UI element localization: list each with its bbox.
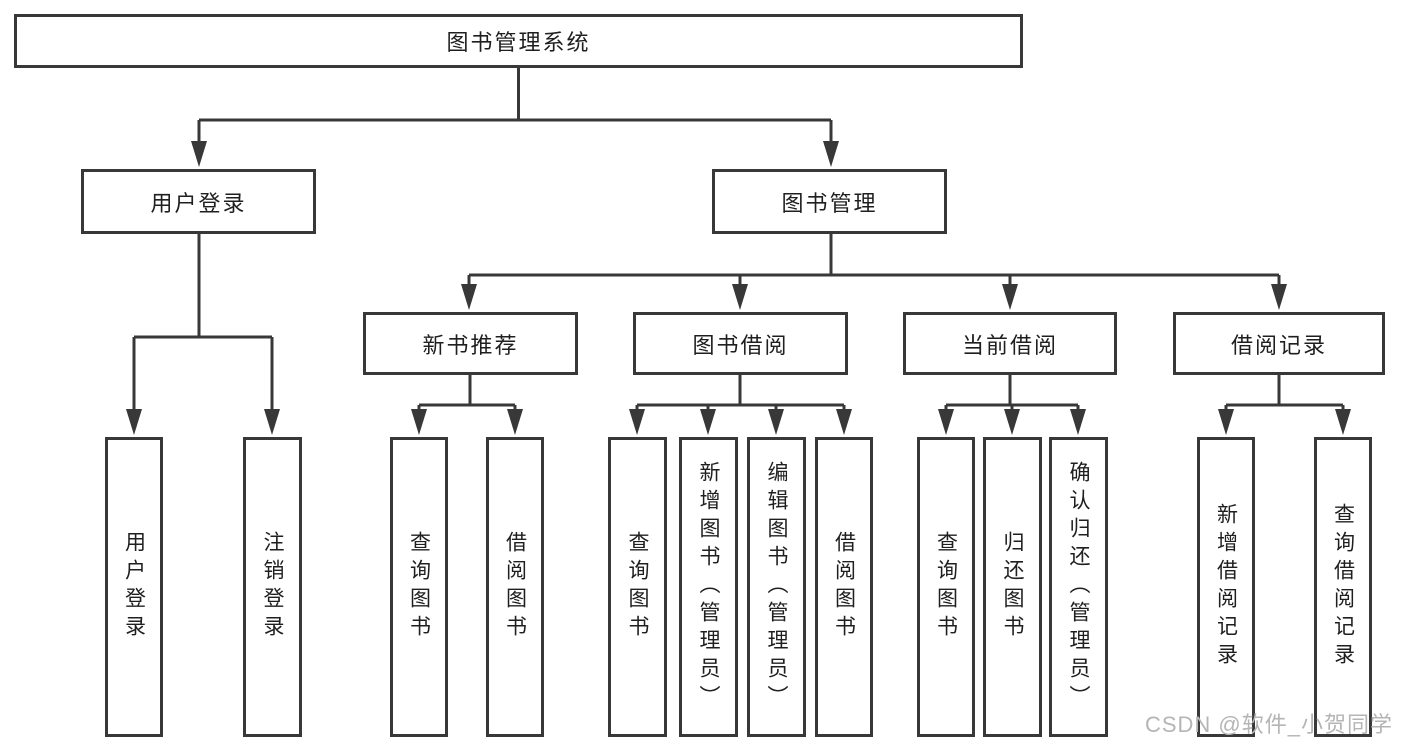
leaf-borrow-query-books: 查询图书 bbox=[608, 437, 667, 737]
node-label: 查询图书 bbox=[407, 531, 431, 643]
node-label: 编辑图书（管理员） bbox=[765, 461, 788, 713]
leaf-recommend-query-books: 查询图书 bbox=[390, 437, 448, 737]
leaf-borrow-edit-books-admin: 编辑图书（管理员） bbox=[747, 437, 806, 737]
leaf-records-add-borrow-record: 新增借阅记录 bbox=[1197, 437, 1255, 737]
leaf-current-query-books: 查询图书 bbox=[917, 437, 975, 737]
node-current-borrowing: 当前借阅 bbox=[903, 312, 1117, 375]
node-book-borrowing: 图书借阅 bbox=[633, 312, 848, 375]
leaf-recommend-borrow-books: 借阅图书 bbox=[486, 437, 544, 737]
leaf-current-confirm-return-admin: 确认归还（管理员） bbox=[1049, 437, 1108, 737]
node-label: 新增借阅记录 bbox=[1214, 503, 1238, 671]
leaf-records-query-borrow-record: 查询借阅记录 bbox=[1314, 437, 1372, 737]
node-label: 用户登录 bbox=[150, 190, 247, 216]
csdn-watermark: CSDN @软件_小贺同学 bbox=[1144, 712, 1393, 737]
node-label: 图书借阅 bbox=[692, 332, 789, 358]
node-new-book-recommendation: 新书推荐 bbox=[363, 312, 578, 375]
node-label: 图书管理系统 bbox=[446, 30, 591, 55]
node-label: 查询借阅记录 bbox=[1331, 503, 1355, 671]
leaf-current-return-books: 归还图书 bbox=[983, 437, 1042, 737]
node-label: 注销登录 bbox=[261, 531, 284, 643]
node-label: 新增图书（管理员） bbox=[697, 461, 720, 713]
node-label: 借阅记录 bbox=[1230, 332, 1327, 358]
node-label: 新书推荐 bbox=[422, 332, 519, 358]
leaf-user-login: 用户登录 bbox=[105, 437, 163, 737]
node-label: 当前借阅 bbox=[961, 332, 1058, 358]
node-library-management-system: 图书管理系统 bbox=[14, 14, 1023, 68]
node-label: 查询图书 bbox=[934, 531, 958, 643]
node-label: 归还图书 bbox=[1001, 531, 1024, 643]
node-book-management: 图书管理 bbox=[712, 169, 947, 234]
leaf-logout: 注销登录 bbox=[243, 437, 302, 737]
leaf-borrow-borrow-books: 借阅图书 bbox=[815, 437, 873, 737]
node-label: 查询图书 bbox=[626, 531, 649, 643]
node-label: 用户登录 bbox=[122, 531, 146, 643]
node-label: 图书管理 bbox=[781, 190, 878, 216]
node-label: 借阅图书 bbox=[832, 531, 856, 643]
node-label: 确认归还（管理员） bbox=[1067, 461, 1090, 713]
node-label: 借阅图书 bbox=[503, 531, 527, 643]
leaf-borrow-add-books-admin: 新增图书（管理员） bbox=[679, 437, 738, 737]
node-borrowing-records: 借阅记录 bbox=[1173, 312, 1385, 375]
node-user-login: 用户登录 bbox=[81, 169, 316, 234]
